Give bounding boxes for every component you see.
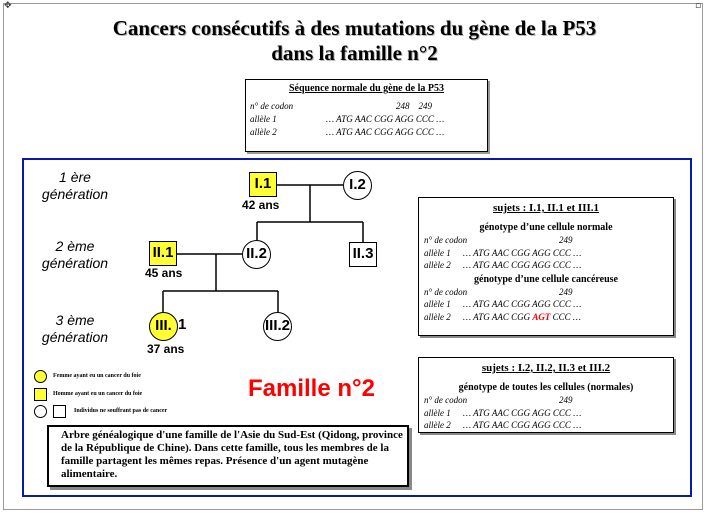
normal-codon-label: n° de codon [424, 235, 468, 245]
legend-man-label: Homme ayant eu un cancer du foie [53, 391, 143, 397]
age-iii1: 37 ans [147, 342, 185, 356]
normal-allele-2-seq: … ATG AAC CGG AGG CCC … [463, 260, 582, 270]
normal-allele-1-label: allèle 1 [424, 248, 451, 258]
age-ii1: 45 ans [145, 266, 183, 280]
individual-iii1: III. [149, 312, 178, 341]
legend-man-symbol [34, 388, 47, 401]
normal-allele-2-label: allèle 2 [424, 260, 451, 270]
family-label: Famille n°2 [248, 375, 375, 402]
codon-label: n° de codon [250, 101, 294, 111]
cancer-cell-title: génotype d’une cellule cancéreuse [474, 274, 618, 285]
generation-2-label: 2 ème génération [41, 238, 109, 271]
affected-subjects-header: sujets : I.1, II.1 et III.1 [492, 202, 600, 214]
cancer-allele-2-seq-before: … ATG AAC CGG [463, 312, 533, 322]
individual-ii3: II.3 [349, 242, 377, 267]
pin-icon: ✥ [4, 1, 12, 11]
normal-codon-number: 249 [559, 235, 573, 245]
legend-healthy-label: Individus ne souffrant pas de cancer [74, 408, 168, 414]
description-text: Arbre généalogique d'une famille de l'As… [61, 429, 403, 480]
legend-healthy-circle [34, 405, 47, 418]
normal-cell-title: génotype d’une cellule normale [479, 222, 613, 233]
title-line-1: Cancers consécutifs à des mutations du g… [112, 16, 597, 40]
healthy-allele-1-label: allèle 1 [424, 408, 451, 418]
allele-2-label: allèle 2 [250, 127, 277, 137]
generation-1-label: 1 ère génération [41, 169, 109, 202]
normal-allele-1-seq: … ATG AAC CGG AGG CCC … [463, 248, 582, 258]
individual-i1: I.1 [249, 172, 277, 197]
healthy-allele-2-seq: … ATG AAC CGG AGG CCC … [463, 420, 582, 430]
age-i1: 42 ans [242, 198, 280, 212]
allele-1-label: allèle 1 [250, 114, 277, 124]
family-frame [22, 158, 692, 497]
cancer-allele-2-seq-after: CCC … [550, 312, 581, 322]
cancer-allele-2-seq: … ATG AAC CGG AGT CCC … [463, 312, 581, 322]
healthy-subjects-header: sujets : I.2, II.2, II.3 et III.2 [481, 362, 611, 374]
all-cells-title: génotype de toutes les cellules (normale… [458, 382, 634, 393]
individual-iii2: III.2 [263, 312, 292, 341]
cancer-codon-label: n° de codon [424, 287, 468, 297]
individual-i2: I.2 [343, 171, 372, 200]
healthy-allele-1-seq: … ATG AAC CGG AGG CCC … [463, 408, 582, 418]
allele-2-sequence: … ATG AAC CGG AGG CCC … [326, 127, 445, 137]
resize-handle-icon: ▫ [695, 1, 702, 11]
normal-sequence-box: Séquence normale du gène de la P53 n° de… [245, 79, 488, 152]
codon-numbers: 248 249 [396, 101, 432, 111]
page-frame [3, 3, 703, 510]
cancer-allele-1-seq: … ATG AAC CGG AGG CCC … [463, 299, 582, 309]
legend-healthy-square [53, 405, 66, 418]
mutated-codon: AGT [532, 312, 551, 322]
legend-woman-symbol [34, 370, 47, 383]
normal-sequence-header: Séquence normale du gène de la P53 [289, 83, 444, 94]
individual-ii1: II.1 [149, 241, 177, 266]
cancer-allele-1-label: allèle 1 [424, 299, 451, 309]
healthy-subjects-box: sujets : I.2, II.2, II.3 et III.2 génoty… [418, 357, 674, 433]
healthy-codon-label: n° de codon [424, 395, 468, 405]
page-title: Cancers consécutifs à des mutations du g… [0, 16, 709, 66]
cancer-allele-2-label: allèle 2 [424, 312, 451, 322]
description-box: Arbre généalogique d'une famille de l'As… [47, 425, 409, 487]
title-line-2: dans la famille n°2 [271, 41, 438, 65]
healthy-codon-number: 249 [559, 395, 573, 405]
individual-ii2: II.2 [242, 240, 271, 269]
allele-1-sequence: … ATG AAC CGG AGG CCC … [326, 114, 445, 124]
legend-woman-label: Femme ayant eu un cancer du foie [53, 373, 141, 379]
generation-3-label: 3 ème génération [41, 312, 109, 345]
healthy-allele-2-label: allèle 2 [424, 420, 451, 430]
affected-subjects-box: sujets : I.1, II.1 et III.1 génotype d’u… [418, 197, 674, 336]
cancer-codon-number: 249 [559, 287, 573, 297]
individual-iii1-suffix: 1 [178, 316, 187, 333]
